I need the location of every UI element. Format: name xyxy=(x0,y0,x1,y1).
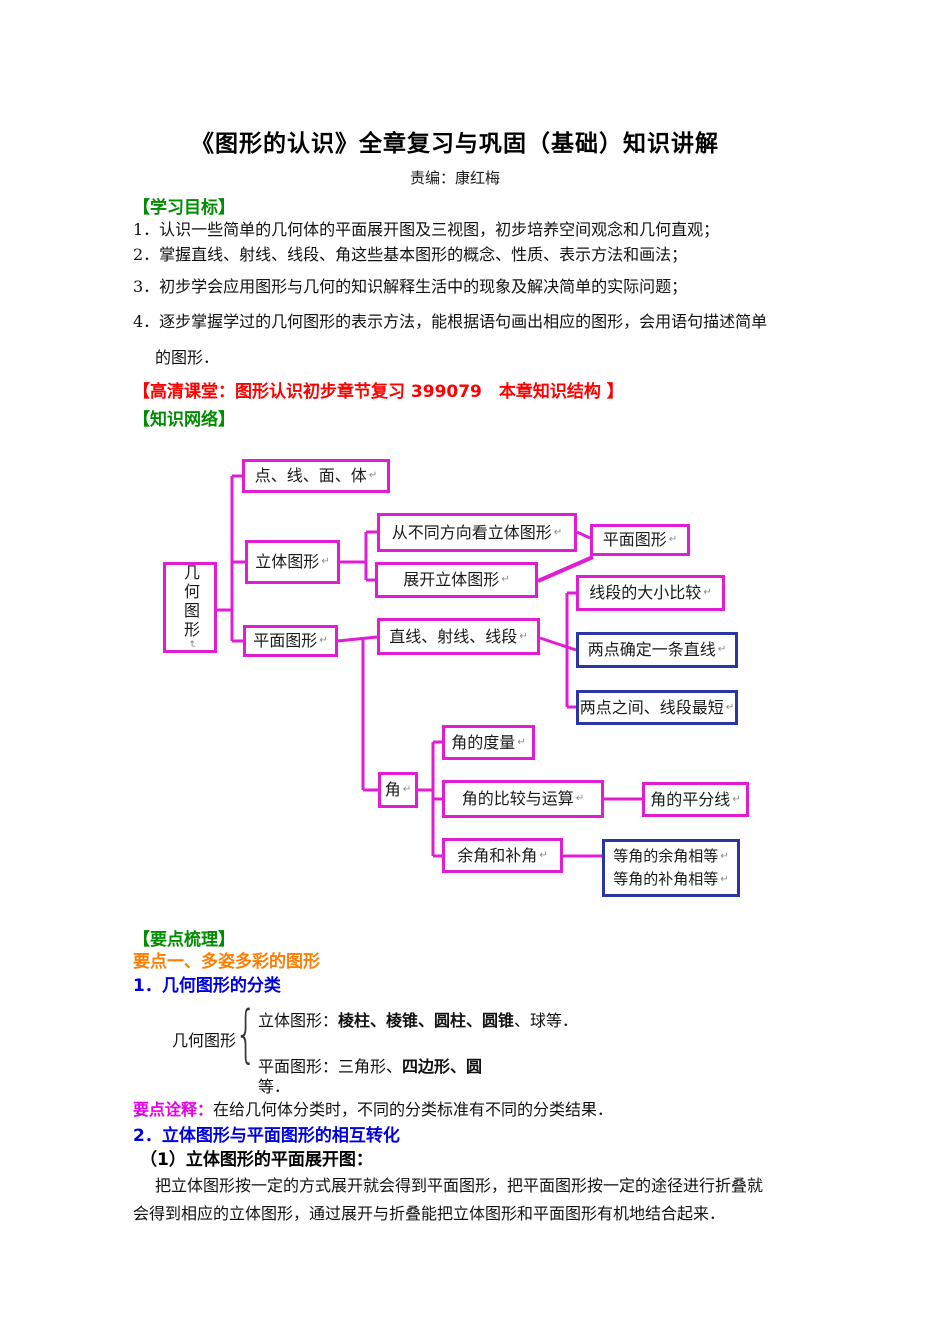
node-point-line-face-body: 点、线、面、体↵ xyxy=(242,459,390,493)
brace-line-etc: 等． xyxy=(258,1077,291,1096)
unfold-paragraph-line-1: 把立体图形按一定的方式展开就会得到平面图形，把平面图形按一定的途径进行折叠就 xyxy=(155,1176,764,1195)
return-mark: ↵ xyxy=(402,784,412,795)
node-angle-compare-operate: 角的比较与运算↵ xyxy=(442,780,604,818)
node-geometric-figures: 几何图形↵ xyxy=(163,562,217,653)
page-title: 《图形的认识》全章复习与巩固（基础）知识讲解 xyxy=(191,130,719,157)
node-angle-measure: 角的度量↵ xyxy=(442,725,535,760)
return-mark: ↵ xyxy=(717,644,727,655)
transform-heading: 2．立体图形与平面图形的相互转化 xyxy=(133,1126,400,1146)
return-mark: ↵ xyxy=(668,534,678,545)
node-solid-figures: 立体图形↵ xyxy=(245,540,340,584)
node-complementary-supplementary: 余角和补角↵ xyxy=(442,838,563,873)
return-mark: ↵ xyxy=(703,587,712,598)
node-segment-shortest: 两点之间、线段最短↵ xyxy=(576,690,738,725)
unfold-paragraph-line-2: 会得到相应的立体图形，通过展开与折叠能把立体图形和平面图形有机地结合起来． xyxy=(133,1204,726,1223)
outline-header: 【要点梳理】 xyxy=(133,930,235,950)
point-one-heading: 要点一、多姿多彩的图形 xyxy=(133,952,320,972)
knowledge-network-diagram: 几何图形↵ 点、线、面、体↵ 立体图形↵ 从不同方向看立体图形↵ 展开立体图形↵… xyxy=(0,440,950,910)
return-mark: ↵ xyxy=(186,639,197,652)
return-mark: ↵ xyxy=(720,873,729,885)
node-equal-angles-rules: 等角的余角相等↵ 等角的补角相等↵ xyxy=(602,839,740,897)
classification-heading: 1．几何图形的分类 xyxy=(133,976,281,996)
goal-item-2: 2．掌握直线、射线、线段、角这些基本图形的概念、性质、表示方法和画法； xyxy=(133,245,688,264)
editor-line: 责编：康红梅 xyxy=(409,169,500,187)
goal-item-4: 4．逐步掌握学过的几何图形的表示方法，能根据语句画出相应的图形，会用语句描述简单 xyxy=(133,312,768,331)
connector-lines xyxy=(217,474,642,858)
annotation-line: 要点诠释：在给几何体分类时，不同的分类标准有不同的分类结果． xyxy=(133,1096,613,1120)
node-plane-figures-right: 平面图形↵ xyxy=(590,524,690,556)
node-angle-bisector: 角的平分线↵ xyxy=(642,782,749,817)
return-mark: ↵ xyxy=(539,849,548,861)
brace-root-label: 几何图形 xyxy=(172,1031,237,1050)
return-mark: ↵ xyxy=(319,635,328,646)
annotation-text: 在给几何体分类时，不同的分类标准有不同的分类结果． xyxy=(213,1100,614,1119)
return-mark: ↵ xyxy=(553,526,563,538)
node-unfold-solid: 展开立体图形↵ xyxy=(375,562,538,598)
node-segment-comparison: 线段的大小比较↵ xyxy=(576,575,725,611)
brace-line-solid: 立体图形：棱柱、棱锥、圆柱、圆锥、球等． xyxy=(258,1011,579,1030)
unfold-subheading: （1）立体图形的平面展开图： xyxy=(140,1150,373,1170)
return-mark: ↵ xyxy=(575,793,585,804)
node-plane-figures-left: 平面图形↵ xyxy=(243,625,338,657)
return-mark: ↵ xyxy=(720,850,729,862)
return-mark: ↵ xyxy=(725,701,735,713)
return-mark: ↵ xyxy=(321,556,330,567)
annotation-label: 要点诠释： xyxy=(133,1100,214,1119)
network-header: 【知识网络】 xyxy=(133,410,235,430)
goal-item-1: 1．认识一些简单的几何体的平面展开图及三视图，初步培养空间观念和几何直观； xyxy=(133,220,720,239)
node-angle: 角↵ xyxy=(378,772,418,808)
classification-figure: 几何图形 { 立体图形：棱柱、棱锥、圆柱、圆锥、球等． 平面图形：三角形、四边形… xyxy=(165,1003,785,1098)
node-two-points-determine-line: 两点确定一条直线↵ xyxy=(576,632,738,668)
return-mark: ↵ xyxy=(501,574,510,585)
goals-header: 【学习目标】 xyxy=(133,198,235,218)
node-line-ray-segment: 直线、射线、线段↵ xyxy=(377,618,540,655)
return-mark: ↵ xyxy=(732,793,741,805)
return-mark: ↵ xyxy=(517,736,526,748)
hd-classroom-line: 【高清课堂：图形认识初步章节复习 399079 本章知识结构 】 xyxy=(133,382,624,402)
return-mark: ↵ xyxy=(368,470,378,481)
return-mark: ↵ xyxy=(519,630,528,642)
node-view-solid-from-directions: 从不同方向看立体图形↵ xyxy=(377,513,577,552)
curly-brace: { xyxy=(235,997,257,1070)
goal-item-3: 3．初步学会应用图形与几何的知识解释生活中的现象及解决简单的实际问题； xyxy=(133,277,688,296)
brace-line-plane: 平面图形：三角形、四边形、圆 xyxy=(258,1057,483,1076)
goal-item-4-continued: 的图形． xyxy=(155,348,220,367)
